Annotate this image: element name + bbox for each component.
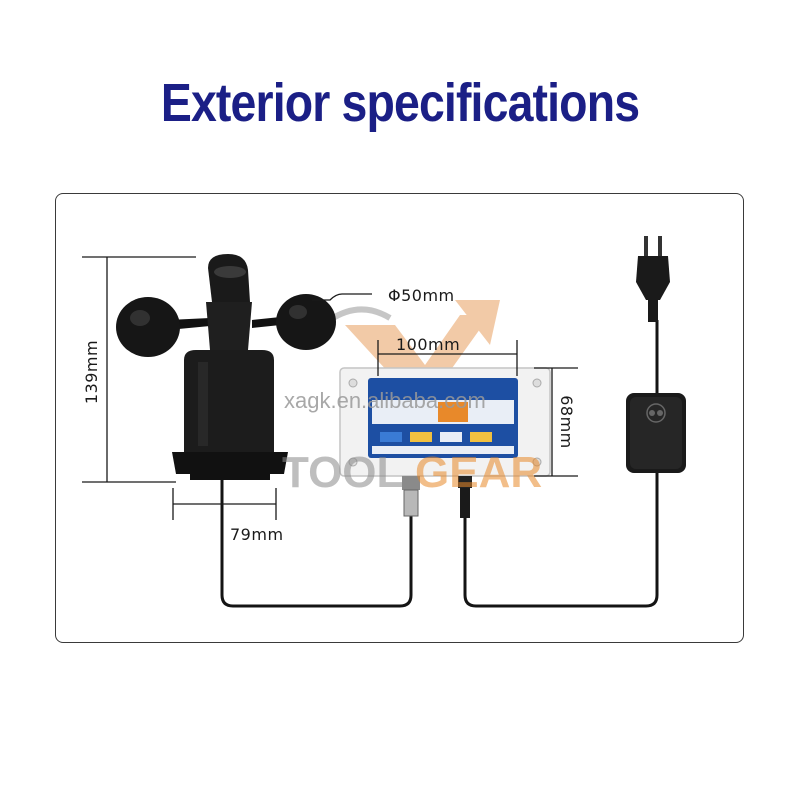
transmitter-box-icon [339, 367, 551, 518]
watermark-brand-gear: GEAR [415, 448, 542, 497]
watermark-brand-tool: TOOL [282, 448, 403, 497]
power-adapter-icon [626, 393, 686, 473]
box-width-label: 100mm [396, 335, 460, 354]
dimension-lines [82, 256, 578, 520]
box-height-label: 68mm [557, 395, 576, 449]
page-title: Exterior specifications [160, 73, 640, 133]
watermark-url: xagk.en.alibaba.com [284, 388, 486, 413]
power-plug-icon [636, 236, 670, 322]
anemometer-icon [116, 254, 336, 480]
cup-diameter-label: Φ50mm [388, 286, 455, 305]
base-width-label: 79mm [230, 525, 284, 544]
cables [220, 320, 659, 608]
sensor-height-label: 139mm [82, 340, 101, 404]
